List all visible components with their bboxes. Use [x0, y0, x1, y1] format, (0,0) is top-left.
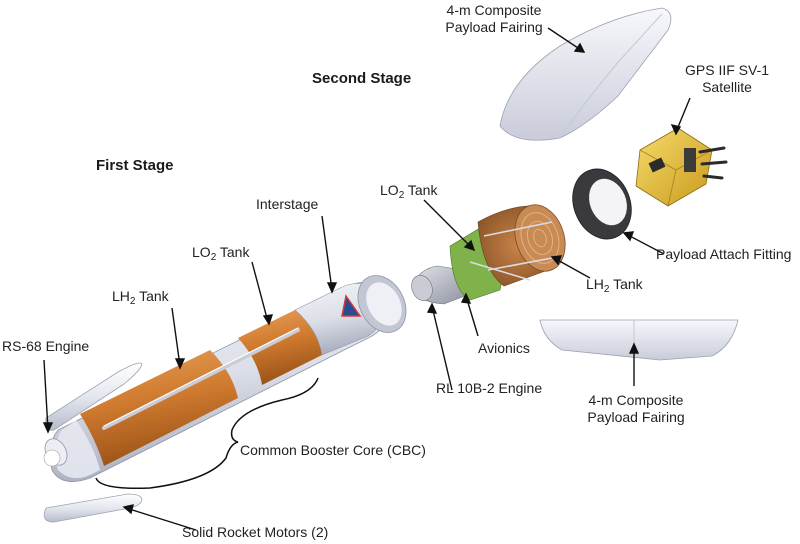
label-fairing-top-line2: Payload Fairing: [445, 19, 543, 35]
common-booster-core: [43, 275, 407, 482]
label-lo2-tank-first: LO2 Tank: [192, 244, 249, 266]
label-solid-rocket-motors: Solid Rocket Motors (2): [182, 524, 329, 540]
payload-attach-fitting: [572, 168, 632, 240]
label-lh2-first-prefix: LH: [112, 288, 130, 304]
second-stage-tanks: [449, 204, 566, 301]
label-lo2-second-suffix: Tank: [404, 182, 438, 198]
label-satellite-line1: GPS IIF SV-1: [684, 62, 770, 78]
label-lh2-second-prefix: LH: [586, 276, 604, 292]
label-lo2-second-prefix: LO: [380, 182, 399, 198]
label-lh2-tank-second: LH2 Tank: [586, 276, 643, 298]
label-satellite: GPS IIF SV-1 Satellite: [682, 62, 772, 96]
gps-satellite: [635, 127, 728, 207]
solid-rocket-motor-lower: [43, 493, 143, 523]
label-common-booster-core: Common Booster Core (CBC): [240, 442, 426, 458]
leader-lines: [42, 27, 691, 531]
label-avionics: Avionics: [478, 340, 530, 356]
second-stage-heading: Second Stage: [312, 70, 412, 87]
label-lo2-tank-second: LO2 Tank: [380, 182, 437, 204]
label-lh2-tank-first: LH2 Tank: [112, 288, 169, 310]
payload-fairing-bottom: [539, 319, 739, 361]
first-stage-heading: First Stage: [96, 157, 174, 174]
label-lh2-second-sub: 2: [603, 284, 610, 295]
payload-fairing-top: [499, 7, 672, 141]
label-satellite-line2: Satellite: [702, 79, 752, 95]
label-fairing-top: 4-m Composite Payload Fairing: [440, 2, 548, 36]
label-rs68-engine: RS-68 Engine: [2, 338, 90, 354]
label-fairing-bottom-line2: Payload Fairing: [587, 409, 685, 425]
label-lo2-first-sub: 2: [210, 252, 217, 263]
label-fairing-bottom: 4-m Composite Payload Fairing: [580, 392, 692, 426]
label-lo2-first-suffix: Tank: [216, 244, 250, 260]
label-interstage: Interstage: [256, 196, 319, 212]
label-payload-attach-fitting: Payload Attach Fitting: [656, 246, 792, 262]
label-lo2-second-sub: 2: [398, 190, 405, 201]
label-lo2-first-prefix: LO: [192, 244, 211, 260]
label-fairing-top-line1: 4-m Composite: [446, 2, 542, 18]
label-lh2-first-suffix: Tank: [135, 288, 169, 304]
label-lh2-second-suffix: Tank: [609, 276, 643, 292]
label-rl10-engine: RL 10B-2 Engine: [436, 380, 543, 396]
label-lh2-first-sub: 2: [129, 296, 136, 307]
label-fairing-bottom-line1: 4-m Composite: [588, 392, 684, 408]
